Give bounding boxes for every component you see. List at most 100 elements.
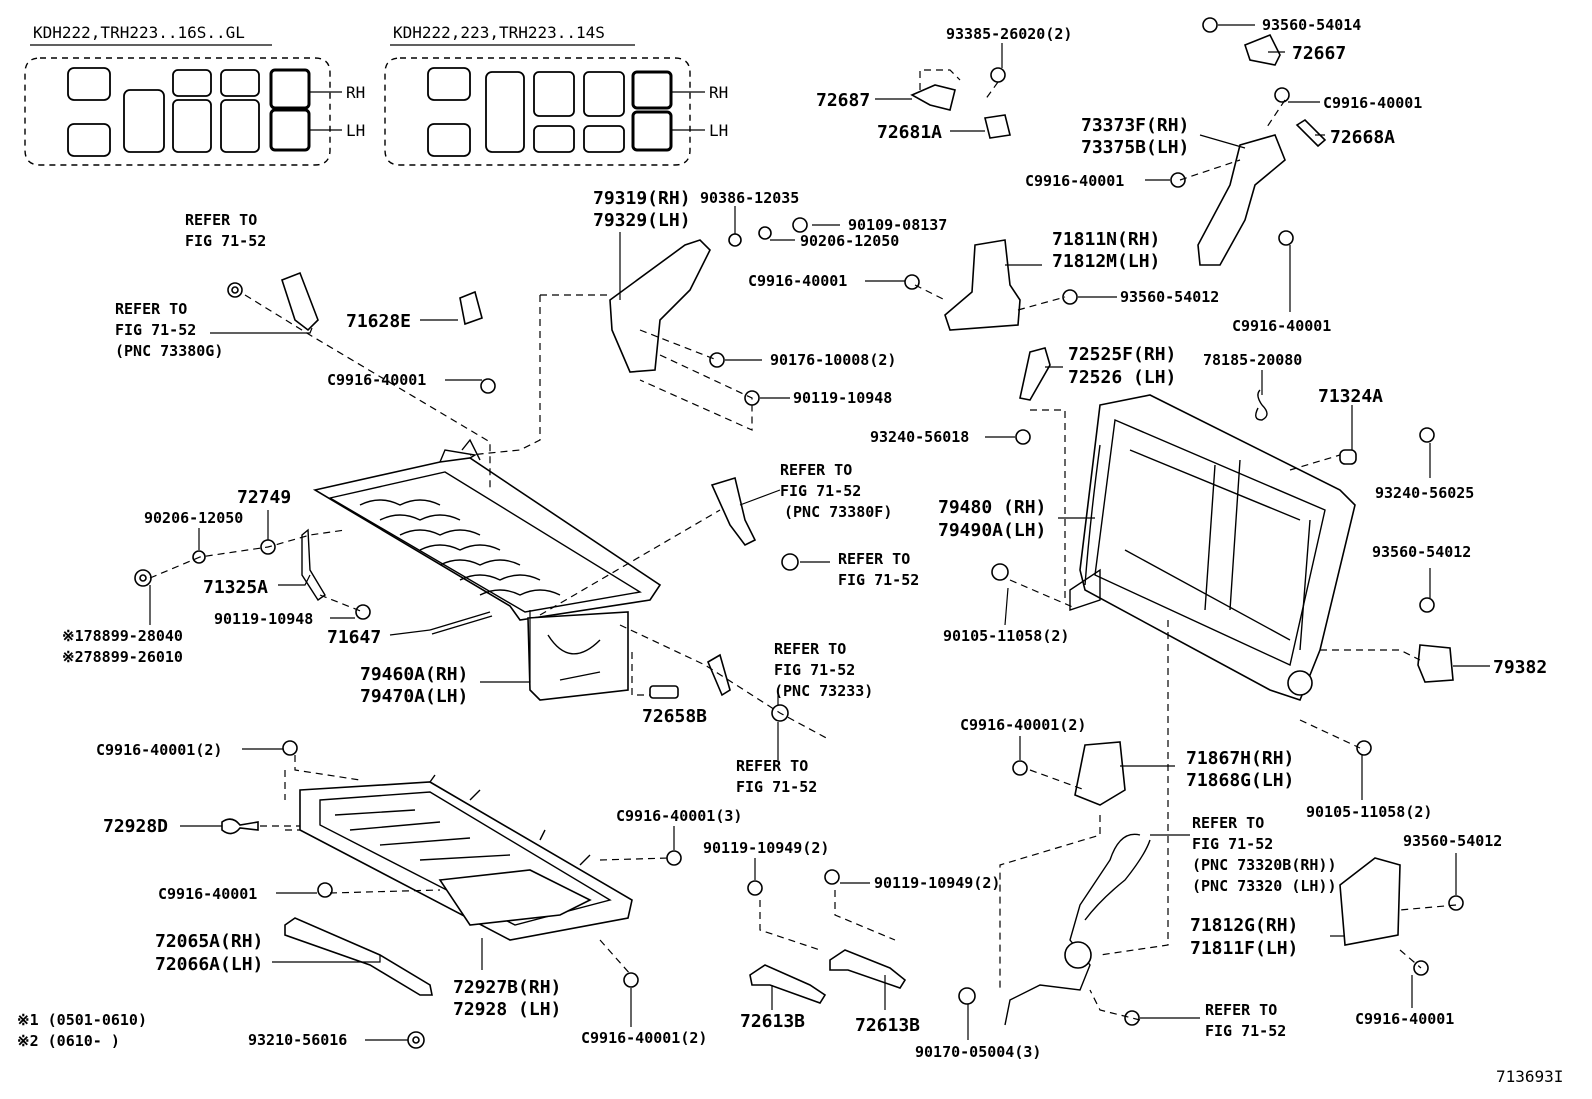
label-90119-10948b: 90119-10948 (214, 610, 313, 628)
label-72928D: 72928D (103, 816, 168, 837)
figure-id: 713693I (1496, 1067, 1563, 1086)
label-72613B-a: 72613B (740, 1011, 805, 1032)
seat-belt-drawing (1004, 833, 1151, 1026)
buckle-73380F-drawing (710, 476, 757, 547)
label-79460A: 79460A(RH) (360, 664, 468, 685)
label-note1-part: ※178899-28040 (62, 627, 183, 645)
lh-label-16s: LH (346, 121, 365, 140)
refer-note-6: REFER TO FIG 71-52 (736, 757, 817, 796)
part-drawings (134, 17, 1490, 1049)
hook-78185-drawing (1255, 389, 1268, 421)
label-90109: 90109-08137 (848, 216, 947, 234)
label-c9916-d: C9916-40001 (748, 272, 847, 290)
label-72658B: 72658B (642, 706, 707, 727)
label-93560-54012b: 93560-54012 (1372, 543, 1471, 561)
refer-note-1: REFER TO FIG 71-52 (185, 211, 266, 250)
label-79490A: 79490A(LH) (938, 520, 1046, 541)
label-72928: 72928 (LH) (453, 999, 561, 1020)
footnote-1: ※1 (0501-0610) (17, 1011, 147, 1029)
label-73373F: 73373F(RH) (1081, 115, 1189, 136)
cushion-pan-drawing (299, 774, 633, 941)
label-90170: 90170-05004(3) (915, 1043, 1041, 1061)
pad-71647-drawing (429, 611, 493, 635)
label-c9916-2b: C9916-40001(2) (960, 716, 1086, 734)
label-72749: 72749 (237, 487, 291, 508)
bumper-71324A-drawing (1339, 449, 1357, 465)
label-93560-54014: 93560-54014 (1262, 16, 1361, 34)
cover-79382-drawing (1417, 644, 1454, 683)
refer-note-2: REFER TO FIG 71-52 (PNC 73380G) (115, 300, 223, 360)
label-90119-10949b: 90119-10949(2) (874, 874, 1000, 892)
label-72065A: 72065A(RH) (155, 931, 263, 952)
label-72526: 72526 (LH) (1068, 367, 1176, 388)
bracket-72613B-b-drawing (829, 949, 907, 989)
fastener-icons (134, 17, 1464, 1049)
label-71868G: 71868G(LH) (1186, 770, 1294, 791)
label-71867H: 71867H(RH) (1186, 748, 1294, 769)
cover-71812G-drawing (1339, 857, 1401, 946)
buckle-73380G-drawing (281, 271, 319, 332)
bracket-72613B-a-drawing (749, 964, 827, 1004)
label-93240-56025: 93240-56025 (1375, 484, 1474, 502)
label-79382: 79382 (1493, 657, 1547, 678)
label-90206-mid: 90206-12050 (144, 509, 243, 527)
label-93560-54012a: 93560-54012 (1120, 288, 1219, 306)
label-93240-56018: 93240-56018 (870, 428, 969, 446)
label-71811N: 71811N(RH) (1052, 229, 1160, 250)
label-79329: 79329(LH) (593, 210, 691, 231)
label-c9916-2a: C9916-40001(2) (96, 741, 222, 759)
leader-lines (149, 24, 1490, 1041)
belt-guide-drawing (1197, 134, 1286, 266)
refer-note-5: REFER TO FIG 71-52 (PNC 73233) (774, 640, 873, 700)
label-79319: 79319(RH) (593, 188, 691, 209)
label-72525F: 72525F(RH) (1068, 344, 1176, 365)
label-72066A: 72066A(LH) (155, 954, 263, 975)
bumper-71628E-drawing (459, 290, 483, 326)
lever-72525F-drawing (1019, 347, 1051, 401)
label-c9916-g: C9916-40001 (1355, 1010, 1454, 1028)
label-72668A: 72668A (1330, 127, 1395, 148)
refer-note-8: REFER TO FIG 71-52 (1205, 1001, 1286, 1040)
clip-72928D-drawing (221, 818, 259, 835)
label-72667: 72667 (1292, 43, 1346, 64)
label-79470A: 79470A(LH) (360, 686, 468, 707)
label-93560-54012c: 93560-54012 (1403, 832, 1502, 850)
refer-note-7: REFER TO FIG 71-52 (PNC 73320B(RH)) (PNC… (1192, 814, 1346, 895)
rh-label-16s: RH (346, 83, 365, 102)
label-72927B: 72927B(RH) (453, 977, 561, 998)
part-labels: 93385-26020(2) 72687 72681A 93560-54014 … (62, 16, 1547, 1061)
lever-72687-drawing (910, 84, 956, 111)
buckle-73233-drawing (706, 653, 731, 697)
label-90176: 90176-10008(2) (770, 351, 896, 369)
label-71628E: 71628E (346, 311, 411, 332)
label-90119-10948a: 90119-10948 (793, 389, 892, 407)
seat-layout-16s: KDH222,TRH223..16S..GL RH LH (24, 23, 365, 166)
label-73375B: 73375B(LH) (1081, 137, 1189, 158)
layout-title-14s: KDH222,223,TRH223..14S (393, 23, 605, 42)
seat-layout-14s: KDH222,223,TRH223..14S RH LH (384, 23, 728, 166)
footnote-2: ※2 (0610- ) (17, 1032, 120, 1050)
strap-71325A-drawing (301, 528, 326, 601)
pad-72658B-drawing (649, 685, 679, 699)
label-71324A: 71324A (1318, 386, 1383, 407)
assembly-lines (149, 69, 1457, 1021)
label-90105-a: 90105-11058(2) (943, 627, 1069, 645)
label-72681A: 72681A (877, 122, 942, 143)
strap-drawing (284, 917, 433, 996)
refer-note-4: REFER TO FIG 71-52 (838, 550, 919, 589)
label-c9916-b: C9916-40001 (1025, 172, 1124, 190)
label-71811F: 71811F(LH) (1190, 938, 1298, 959)
label-93210: 93210-56016 (248, 1031, 347, 1049)
label-72687: 72687 (816, 90, 870, 111)
label-71812M: 71812M(LH) (1052, 251, 1160, 272)
pivot-bracket-drawing (609, 239, 711, 373)
lh-label-14s: LH (709, 121, 728, 140)
label-c9916-f: C9916-40001 (158, 885, 257, 903)
label-79480: 79480 (RH) (938, 497, 1046, 518)
label-c9916-c: C9916-40001 (1232, 317, 1331, 335)
label-c9916-3: C9916-40001(3) (616, 807, 742, 825)
label-c9916-a: C9916-40001 (1323, 94, 1422, 112)
label-90386: 90386-12035 (700, 189, 799, 207)
rh-label-14s: RH (709, 83, 728, 102)
